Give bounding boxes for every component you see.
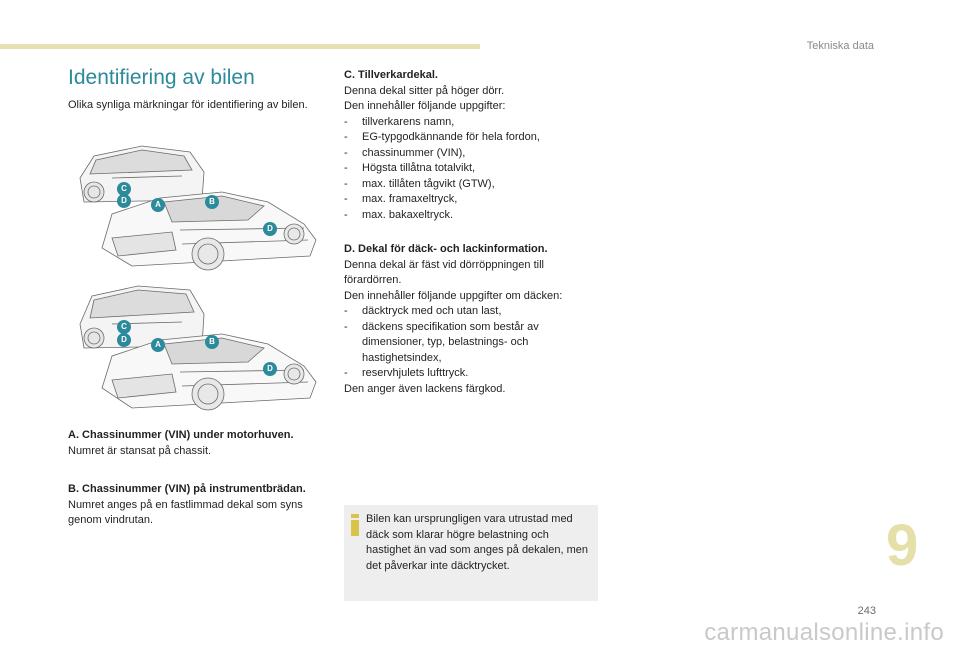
section-label: Tekniska data	[806, 40, 874, 52]
section-a: A. Chassinummer (VIN) under motorhuven. …	[68, 428, 328, 459]
badge-d-front: D	[263, 222, 277, 236]
list-item: max. bakaxeltryck.	[344, 208, 624, 224]
list-item: reservhjulets lufttryck.	[344, 366, 584, 382]
badge-b: B	[205, 195, 219, 209]
section-b-heading: B. Chassinummer (VIN) på instrumentbräda…	[68, 483, 306, 495]
section-d-list: däcktryck med och utan last, däckens spe…	[344, 304, 584, 382]
list-item: chassinummer (VIN),	[344, 146, 624, 162]
section-a-heading: A. Chassinummer (VIN) under motorhuven.	[68, 429, 294, 441]
section-c-list: tillverkarens namn, EG-typgodkännande fö…	[344, 115, 624, 224]
list-item: tillverkarens namn,	[344, 115, 624, 131]
badge-d: D	[117, 333, 131, 347]
badge-a: A	[151, 338, 165, 352]
list-item: däckens specifikation som består av dime…	[344, 320, 584, 367]
car-estate-drawing	[79, 285, 317, 411]
info-note-text: Bilen kan ursprungligen vara utrustad me…	[366, 513, 588, 572]
badge-b: B	[205, 335, 219, 349]
section-d-line: Den innehåller följande uppgifter om däc…	[344, 289, 563, 302]
section-c-line: Denna dekal sitter på höger dörr.	[344, 84, 505, 97]
badge-a: A	[151, 198, 165, 212]
list-item: Högsta tillåtna totalvikt,	[344, 161, 624, 177]
intro-text: Olika synliga märkningar för identifieri…	[68, 99, 308, 111]
car-illustration-estate: C D A B D	[72, 280, 322, 420]
badge-c: C	[117, 320, 131, 334]
watermark: carmanualsonline.info	[704, 619, 944, 646]
badge-d-front: D	[263, 362, 277, 376]
section-b: B. Chassinummer (VIN) på instrumentbräda…	[68, 482, 328, 529]
car-fastback-drawing	[79, 145, 317, 271]
section-d-line: Denna dekal är fäst vid dörröppningen ti…	[344, 258, 544, 287]
section-d: D. Dekal för däck- och lackinformation. …	[344, 242, 624, 397]
section-b-body: Numret anges på en fastlimmad dekal som …	[68, 498, 303, 527]
list-item: max. tillåten tågvikt (GTW),	[344, 177, 624, 193]
info-note: Bilen kan ursprungligen vara utrustad me…	[344, 505, 598, 601]
section-d-footer: Den anger även lackens färgkod.	[344, 382, 506, 395]
chapter-number: 9	[886, 513, 919, 578]
section-d-heading: D. Dekal för däck- och lackinformation.	[344, 243, 548, 255]
badge-d: D	[117, 194, 131, 208]
list-item: EG-typgodkännande för hela fordon,	[344, 130, 624, 146]
section-c-heading: C. Tillverkardekal.	[344, 69, 438, 81]
badge-c: C	[117, 182, 131, 196]
list-item: däcktryck med och utan last,	[344, 304, 584, 320]
section-c-line: Den innehåller följande uppgifter:	[344, 100, 506, 112]
list-item: max. framaxeltryck,	[344, 192, 624, 208]
section-a-body: Numret är stansat på chassit.	[68, 444, 212, 457]
section-c: C. Tillverkardekal. Denna dekal sitter p…	[344, 68, 624, 223]
page-number: 243	[857, 605, 876, 617]
info-icon	[351, 514, 360, 536]
car-illustration-fastback: C D A B D	[72, 138, 322, 280]
header-bar	[0, 44, 480, 49]
page-title: Identifiering av bilen	[68, 66, 255, 89]
